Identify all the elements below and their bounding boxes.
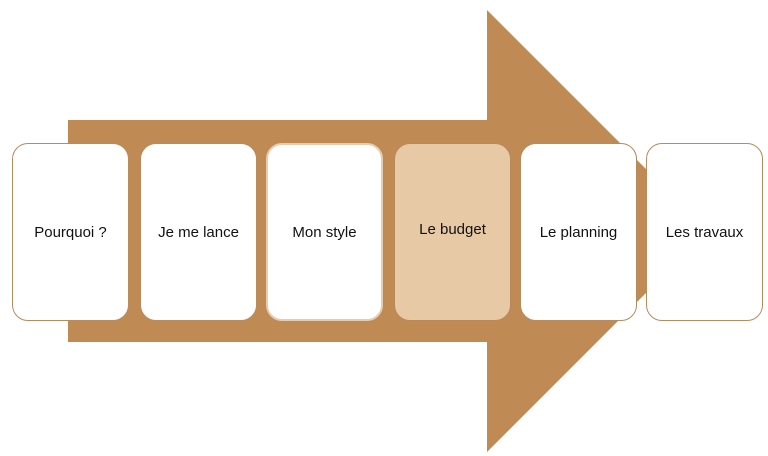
step-label: Je me lance [158,223,239,241]
step-le-budget[interactable]: Le budget [394,143,511,321]
step-label: Pourquoi ? [34,223,107,241]
step-pourquoi[interactable]: Pourquoi ? [12,143,129,321]
step-mon-style[interactable]: Mon style [266,143,383,321]
step-je-me-lance[interactable]: Je me lance [140,143,257,321]
step-label: Les travaux [665,223,744,241]
arrow-shape [68,10,708,452]
step-label: Le planning [539,223,618,241]
step-label: Le budget [419,220,486,238]
step-les-travaux[interactable]: Les travaux [646,143,763,321]
step-label: Mon style [292,223,357,241]
step-le-planning[interactable]: Le planning [520,143,637,321]
